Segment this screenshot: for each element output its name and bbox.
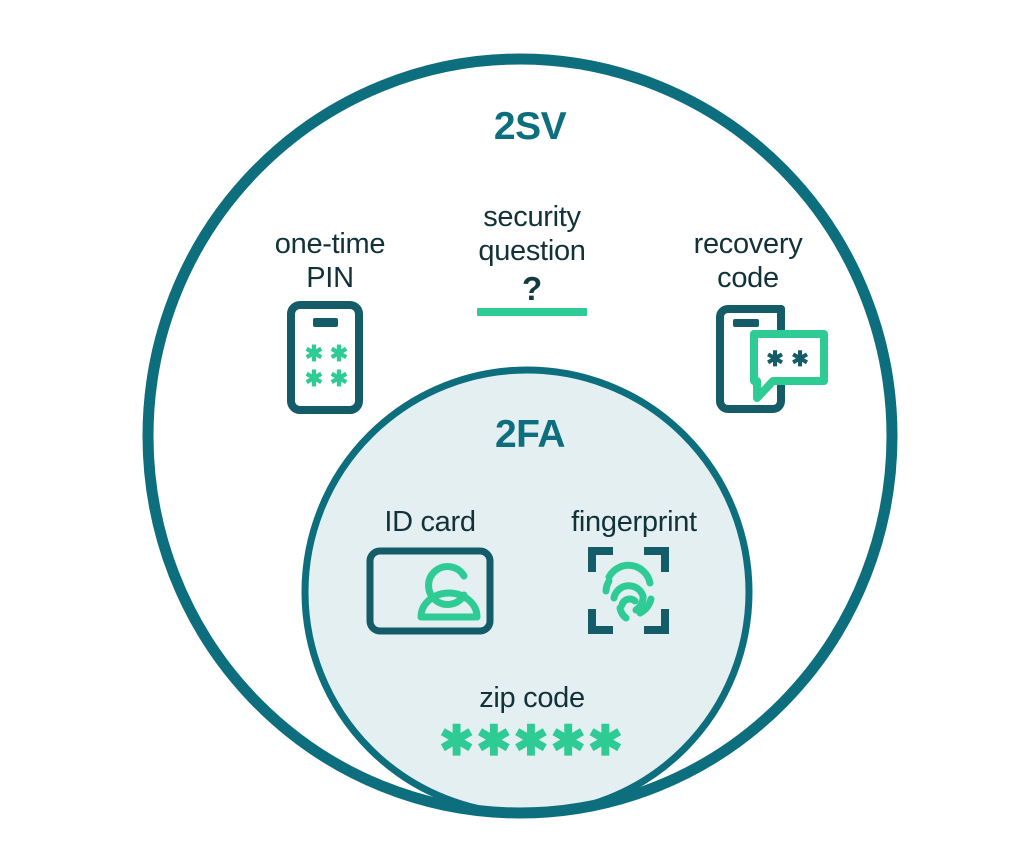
label-id-card: ID card (384, 506, 476, 538)
svg-text:✱: ✱ (305, 366, 323, 391)
svg-text:✱: ✱ (330, 341, 348, 366)
question-mark-icon: ? (522, 270, 542, 307)
label-zip-code: zip code (479, 682, 585, 714)
label-one-time-pin: one-time PIN (274, 228, 386, 294)
outer-set-title: 2SV (493, 105, 567, 148)
asterisks-icon: ✱✱✱✱✱ (439, 717, 625, 764)
inner-set-title: 2FA (494, 413, 566, 456)
svg-text:✱: ✱ (791, 348, 809, 371)
label-fingerprint: fingerprint (571, 506, 697, 538)
phone-message-icon: ✱ ✱ (716, 305, 828, 413)
label-recovery-code: recovery code (693, 228, 803, 294)
outer-circle-2sv (142, 53, 898, 819)
svg-text:✱: ✱ (766, 348, 784, 371)
label-security-question: security question (478, 201, 586, 267)
question-underline-bar (477, 308, 587, 316)
phone-pin-icon: ✱ ✱ ✱ ✱ (287, 301, 363, 414)
svg-text:✱: ✱ (330, 366, 348, 391)
id-card-icon (366, 547, 494, 635)
svg-text:✱: ✱ (305, 341, 323, 366)
fingerprint-scan-icon (588, 547, 669, 634)
